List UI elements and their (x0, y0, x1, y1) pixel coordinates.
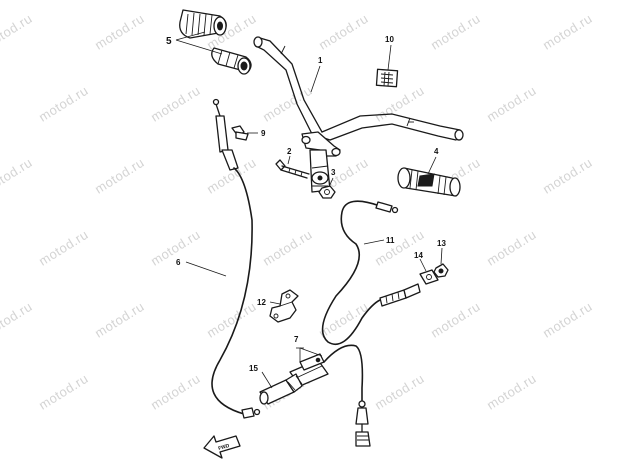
callout-12: 12 (257, 298, 281, 307)
callout-12-label: 12 (257, 298, 266, 307)
callout-6: 6 (176, 258, 227, 277)
part-13-nut[interactable] (433, 263, 449, 278)
callout-14-label: 14 (414, 251, 423, 260)
callout-5: 5 (166, 31, 223, 55)
part-11-throttle-cable[interactable] (321, 200, 421, 346)
part-5-left-grip-lower[interactable] (211, 47, 252, 75)
callout-9: 9 (247, 129, 266, 138)
part-2-bolt[interactable] (275, 159, 310, 179)
part-12-bracket[interactable] (269, 289, 299, 323)
part-9-bracket[interactable] (231, 125, 249, 141)
part-1-handlebar[interactable] (253, 36, 464, 141)
part-5-left-grip-upper[interactable] (179, 9, 227, 39)
callout-11-label: 11 (386, 236, 395, 245)
callout-2-label: 2 (287, 147, 292, 156)
callout-6-label: 6 (176, 258, 181, 267)
callout-4: 4 (427, 147, 439, 175)
forward-arrow-icon: FWD (203, 435, 241, 459)
callout-3-label: 3 (331, 168, 336, 177)
callout-14: 14 (414, 251, 427, 272)
callout-10: 10 (385, 35, 394, 71)
part-10-decal[interactable] (375, 68, 399, 88)
forward-arrow-label: FWD (218, 443, 231, 452)
callout-7: 7 (294, 335, 323, 362)
part-3-nut[interactable] (318, 185, 336, 199)
callout-15-label: 15 (249, 364, 258, 373)
callout-1: 1 (310, 56, 323, 93)
callout-13-label: 13 (437, 239, 446, 248)
callout-1-label: 1 (318, 56, 323, 65)
callout-2: 2 (287, 147, 292, 165)
callout-9-label: 9 (261, 129, 266, 138)
callout-10-label: 10 (385, 35, 394, 44)
callout-3: 3 (328, 168, 336, 188)
part-4-throttle-grip[interactable] (397, 167, 461, 197)
callout-5-label: 5 (166, 36, 172, 47)
callout-15: 15 (249, 364, 273, 389)
callout-13: 13 (437, 239, 446, 265)
part-7-junction[interactable] (289, 344, 371, 447)
callout-7-label: 7 (294, 335, 299, 344)
part-15-adjuster-housing[interactable] (259, 373, 303, 405)
callout-4-label: 4 (434, 147, 439, 156)
part-14-adjuster[interactable] (419, 269, 439, 285)
handlebar-clamp[interactable] (301, 131, 341, 193)
callout-11: 11 (363, 236, 395, 245)
part-6-cable[interactable] (211, 98, 261, 419)
